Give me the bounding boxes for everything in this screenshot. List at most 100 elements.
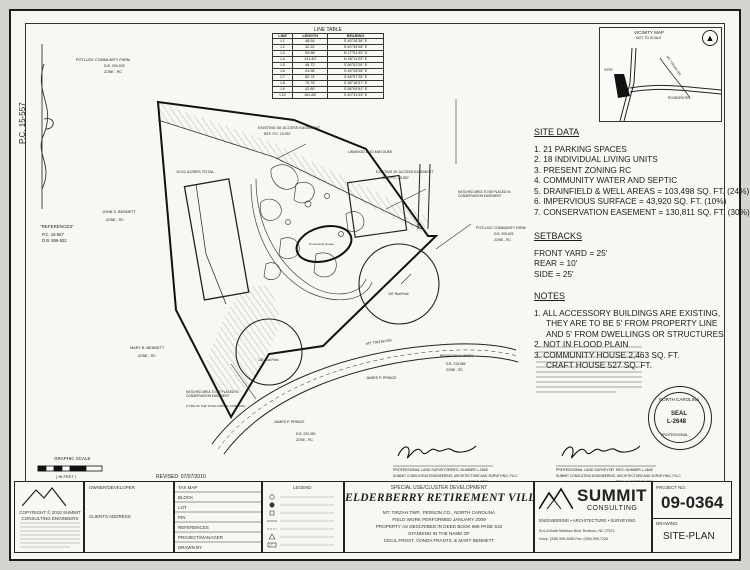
line-table-cell: S 40°31'43" E bbox=[327, 92, 384, 99]
project-number: 09-0364 bbox=[661, 493, 724, 512]
brandon-label: BRANDON C. BUSY bbox=[440, 354, 474, 358]
note-item: 1. ALL ACCESSORY BUILDINGS ARE EXISTING, bbox=[534, 307, 721, 318]
note-item: 2. NOT IN FLOOD PLAIN bbox=[534, 339, 629, 349]
surveyor-reg-left: REG. NUMBER L-2648 bbox=[451, 468, 488, 472]
property-boundary bbox=[156, 100, 439, 420]
db-top-label: D.B. 209-029 bbox=[104, 64, 125, 68]
building-cluster bbox=[250, 164, 373, 300]
community-house-oval bbox=[295, 225, 353, 263]
surveyor-name-left: PROFESSIONAL LAND SURVEYOR bbox=[393, 468, 451, 472]
easement1-ref-label: REF. P.C. 15-557 bbox=[264, 132, 291, 136]
left-ornament bbox=[40, 44, 54, 209]
setback-item: FRONT YARD = 25' bbox=[534, 247, 608, 258]
drawing-label: DRAWING bbox=[656, 521, 678, 526]
lot-label: LOT bbox=[178, 505, 187, 510]
line-table-title: LINE TABLE bbox=[314, 27, 342, 33]
potluck-top-label: POTLUCK COMMUNITY FARM bbox=[76, 58, 130, 62]
surveyor-firm-right: SUMMIT CONSULTING ENGINEERING, ARCHITECT… bbox=[556, 474, 681, 478]
drainfield-circle-west bbox=[235, 318, 303, 386]
hatched2-label: HATCHED AREA TO BE PLACED IN CONSERVATIO… bbox=[186, 390, 239, 398]
signature-right bbox=[561, 445, 641, 459]
revised-date: REVISED: 07/07/2010 bbox=[156, 474, 206, 480]
title-block-copyright: COPYRIGHT © 2010 SUMMIT CONSULTING ENGIN… bbox=[14, 481, 84, 553]
easement2-label: EXISTING 30' ACCESS EASEMENT bbox=[376, 170, 434, 174]
field-work: FIELD WORK PERFORMED JANUARY 2009 bbox=[392, 517, 486, 522]
signature-left bbox=[397, 445, 477, 459]
setbacks-header: SETBACKS bbox=[534, 231, 583, 241]
firm-address: 514-A North Madison Blvd. Roxboro, NC 27… bbox=[539, 529, 615, 533]
easement-line bbox=[157, 119, 425, 231]
zone-brandon-label: ZONE - RC bbox=[446, 368, 463, 372]
drawn-by-label: DRAWN BY bbox=[178, 545, 203, 550]
community-house-label: Community House bbox=[309, 242, 334, 246]
tax-grid-lines bbox=[175, 491, 261, 543]
references-header: "REFERENCES" bbox=[40, 224, 74, 229]
bennett-top-label: JOHN S. BENNETT bbox=[102, 210, 136, 214]
summit-wordmark: SUMMIT bbox=[577, 486, 648, 505]
pin-label: PIN bbox=[178, 515, 186, 520]
block-label: BLOCK bbox=[178, 495, 194, 500]
line-table-cell: L10 bbox=[271, 92, 294, 99]
standing-in-name: STANDING IN THE NAME OF bbox=[408, 531, 470, 536]
client-header: OWNER/DEVELOPER bbox=[89, 485, 136, 490]
zone-bottom-label: ZONE - RC bbox=[138, 354, 156, 358]
vicinity-road2-label: ROXBORO RD. bbox=[668, 96, 691, 100]
field-label-west: 120' Rad Field bbox=[258, 358, 279, 362]
vicinity-map-subtitle: NOT TO SCALE bbox=[636, 36, 662, 40]
graphic-scale-unit: ( IN FEET ) bbox=[56, 474, 77, 479]
copyright-text: COPYRIGHT © 2010 SUMMIT CONSULTING ENGIN… bbox=[19, 510, 81, 521]
notes-header: NOTES bbox=[534, 291, 566, 301]
zone-left-label: ZONE - RC bbox=[106, 218, 124, 222]
project-number-label: PROJECT NO. bbox=[656, 485, 687, 490]
field-label-east: 120' Rad Field bbox=[388, 292, 409, 296]
surveyor-reg-right: REG. NUMBER L-2648 bbox=[616, 468, 653, 472]
tax-map-label: TAX MAP bbox=[178, 485, 198, 490]
title-block: COPYRIGHT © 2010 SUMMIT CONSULTING ENGIN… bbox=[14, 481, 732, 553]
potluck-right-label: POTLUCK COMMUNITY FARM bbox=[476, 226, 526, 230]
site-data-item: 6. IMPERVIOUS SURFACE = 43,920 SQ. FT. (… bbox=[534, 196, 727, 206]
title-block-tax: TAX MAP BLOCK LOT PIN REFERENCES PROJECT… bbox=[174, 481, 262, 553]
prince-label-1: JAMES P. PRINCE bbox=[366, 376, 397, 380]
village-name: ELDERBERRY RETIREMENT VILLAGE bbox=[345, 492, 561, 504]
vicinity-site-label: SITE bbox=[604, 67, 613, 72]
vicinity-map: VICINITY MAP NOT TO SCALE ▲ SITE MT. TIR… bbox=[599, 27, 722, 122]
site-data-item: 2. 18 INDIVIDUAL LIVING UNITS bbox=[534, 154, 658, 164]
township: MT. TIRZAH TWP., PERSON CO., NORTH CAROL… bbox=[382, 510, 496, 515]
db-right-label: D.B. 209-029 bbox=[494, 232, 514, 236]
certification-text bbox=[536, 344, 644, 409]
title-block-project: SPECIAL USE/CLUSTER DEVELOPMENT ELDERBER… bbox=[344, 481, 561, 553]
seal-bottom-text: PROFESSIONAL bbox=[661, 433, 689, 437]
title-block-firm: SUMMIT CONSULTING ENGINEERING • ARCHITEC… bbox=[534, 481, 652, 553]
drainfield-box bbox=[346, 174, 408, 238]
summit-mountain-logo-icon bbox=[539, 487, 573, 509]
firm-phone: Voice: (336) 599-3085 Fax: (336) 599-722… bbox=[539, 537, 608, 541]
site-data-block: SITE DATA 1. 21 PARKING SPACES 2. 18 IND… bbox=[534, 127, 750, 371]
site-data-header: SITE DATA bbox=[534, 127, 580, 137]
client-address-label: CLIENTS ADDRESS bbox=[89, 514, 131, 519]
site-data-item: 1. 21 PARKING SPACES bbox=[534, 143, 627, 154]
reference-item: D.B. 886-532 bbox=[42, 238, 67, 243]
site-data-item: 4. COMMUNITY WATER AND SEPTIC bbox=[534, 175, 678, 185]
project-manager-label: PROJECT/MANAGER bbox=[178, 535, 224, 540]
consulting-wordmark: CONSULTING bbox=[587, 505, 638, 512]
legend-symbols bbox=[267, 494, 334, 548]
surveyor-seal: NORTH CAROLINA SEAL L-2648 PROFESSIONAL bbox=[648, 386, 712, 450]
copyright-fine-print bbox=[20, 522, 80, 548]
hatched2-sub-label: (TYPE OF THE TOTAL PARCEL ACREAGE) bbox=[186, 404, 246, 408]
title-block-legend: LEGEND bbox=[262, 481, 344, 553]
vicinity-map-title: VICINITY MAP bbox=[634, 30, 664, 35]
note-item: AND 5' FROM DWELLINGS OR STRUCTURES bbox=[546, 328, 724, 339]
title-block-drawing-info: PROJECT NO. 09-0364 DRAWING SITE-PLAN bbox=[652, 481, 732, 553]
zone-top-label: ZONE - RC bbox=[104, 70, 122, 74]
summit-small-logo-icon bbox=[22, 487, 67, 506]
surveyor-firm-left: SUMMIT CONSULTING ENGINEERING, ARCHITECT… bbox=[393, 474, 518, 478]
seal-middle-text: SEAL bbox=[671, 411, 688, 417]
db-prince-label: D.B. 230-350 bbox=[296, 432, 316, 436]
easement2-ref-label: REF. P.C. 15-557 bbox=[382, 176, 409, 180]
note-item: CRAFT HOUSE 527 SQ. FT. bbox=[546, 360, 652, 370]
surveyor-name-right: PROFESSIONAL LAND SURVEYOR bbox=[556, 468, 614, 472]
